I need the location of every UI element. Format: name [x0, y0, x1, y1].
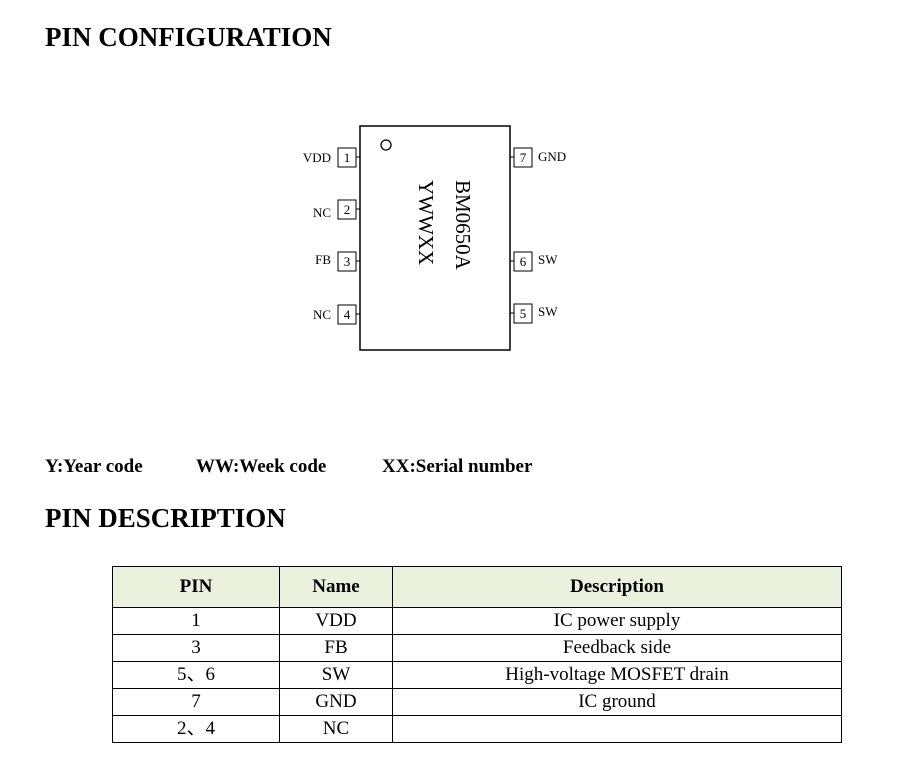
chip-body	[359, 125, 511, 351]
cell-description: IC ground	[392, 688, 842, 716]
table-row: 3 FB Feedback side	[112, 634, 842, 662]
cell-name: FB	[279, 634, 393, 662]
pin-number: 2	[344, 202, 351, 217]
right-pin-6: 6 SW	[510, 251, 558, 272]
pin-number: 3	[344, 254, 351, 269]
cell-name: GND	[279, 688, 393, 716]
left-pin-3: 3 FB	[315, 251, 360, 272]
cell-description: IC power supply	[392, 607, 842, 635]
pin-label: VDD	[303, 150, 331, 165]
header-description: Description	[392, 566, 842, 608]
cell-pin: 3	[112, 634, 280, 662]
header-pin: PIN	[112, 566, 280, 608]
table-header-row: PIN Name Description	[112, 566, 842, 608]
pin-label: FB	[315, 252, 331, 267]
pin-label: SW	[538, 304, 558, 319]
legend-year-code: Y:Year code	[45, 456, 143, 477]
table-row: 2、4 NC	[112, 715, 842, 743]
cell-name: VDD	[279, 607, 393, 635]
cell-description	[392, 715, 842, 743]
pin-label: GND	[538, 149, 566, 164]
right-pin-7: 7 GND	[510, 147, 566, 168]
cell-pin: 5、6	[112, 661, 280, 689]
pin-number: 6	[520, 254, 527, 269]
cell-pin: 1	[112, 607, 280, 635]
pin1-indicator-dot	[380, 139, 392, 151]
pin-box	[513, 251, 533, 272]
cell-pin: 2、4	[112, 715, 280, 743]
pin-label: SW	[538, 252, 558, 267]
legend-week-code: WW:Week code	[196, 456, 327, 477]
cell-pin: 7	[112, 688, 280, 716]
pin-label: NC	[313, 205, 331, 220]
cell-description: High-voltage MOSFET drain	[392, 661, 842, 689]
cell-description: Feedback side	[392, 634, 842, 662]
left-pin-2: 2 NC	[313, 199, 360, 220]
right-pin-5: 5 SW	[510, 303, 558, 324]
pin-box	[513, 147, 533, 168]
pin-number: 5	[520, 306, 527, 321]
table-row: 1 VDD IC power supply	[112, 607, 842, 635]
pin-configuration-title: PIN CONFIGURATION	[45, 22, 332, 52]
left-pin-4: 4 NC	[313, 304, 360, 325]
table-row: 5、6 SW High-voltage MOSFET drain	[112, 661, 842, 689]
pin-number: 7	[520, 150, 527, 165]
pin-description-title: PIN DESCRIPTION	[45, 503, 286, 533]
table-row: 7 GND IC ground	[112, 688, 842, 716]
chip-pinout-diagram: BM0650A YWWXX 1 VDD 2 NC 3 FB 4 NC 7 GND…	[303, 125, 566, 351]
pin-description-table: PIN Name Description 1 VDD IC power supp…	[112, 566, 842, 743]
pin-box	[513, 303, 533, 324]
header-name: Name	[279, 566, 393, 608]
chip-marking-line1: BM0650A	[451, 180, 475, 271]
legend-serial-number: XX:Serial number	[382, 456, 533, 477]
pin-number: 4	[344, 307, 351, 322]
pin-number: 1	[344, 150, 351, 165]
cell-name: NC	[279, 715, 393, 743]
chip-marking-line2: YWWXX	[414, 180, 438, 265]
left-pin-1: 1 VDD	[303, 147, 360, 168]
pin-label: NC	[313, 307, 331, 322]
cell-name: SW	[279, 661, 393, 689]
